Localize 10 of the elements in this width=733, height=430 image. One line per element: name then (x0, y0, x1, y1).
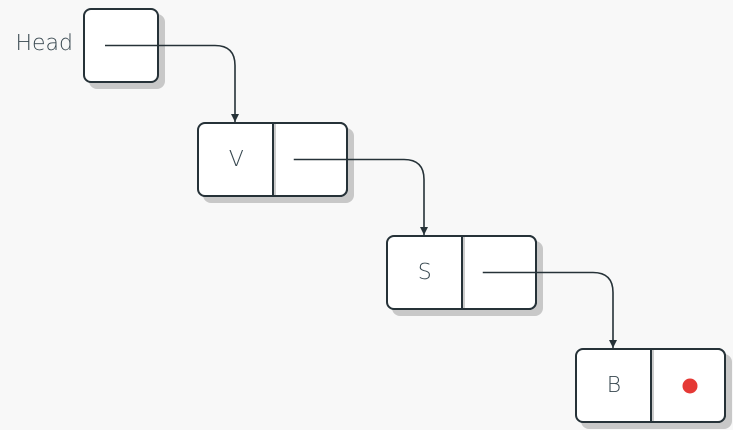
node-value: V (228, 148, 244, 170)
pointer-label: Head (15, 32, 73, 54)
pointer-arrow (482, 272, 617, 348)
pointer-cell (460, 235, 537, 310)
pointer-arrow (294, 158, 428, 235)
node-value: S (418, 262, 432, 284)
pointer-arrow (105, 44, 239, 122)
pointer-cell (272, 122, 348, 197)
pointer-cell (650, 348, 726, 423)
node-value: B (606, 374, 622, 396)
